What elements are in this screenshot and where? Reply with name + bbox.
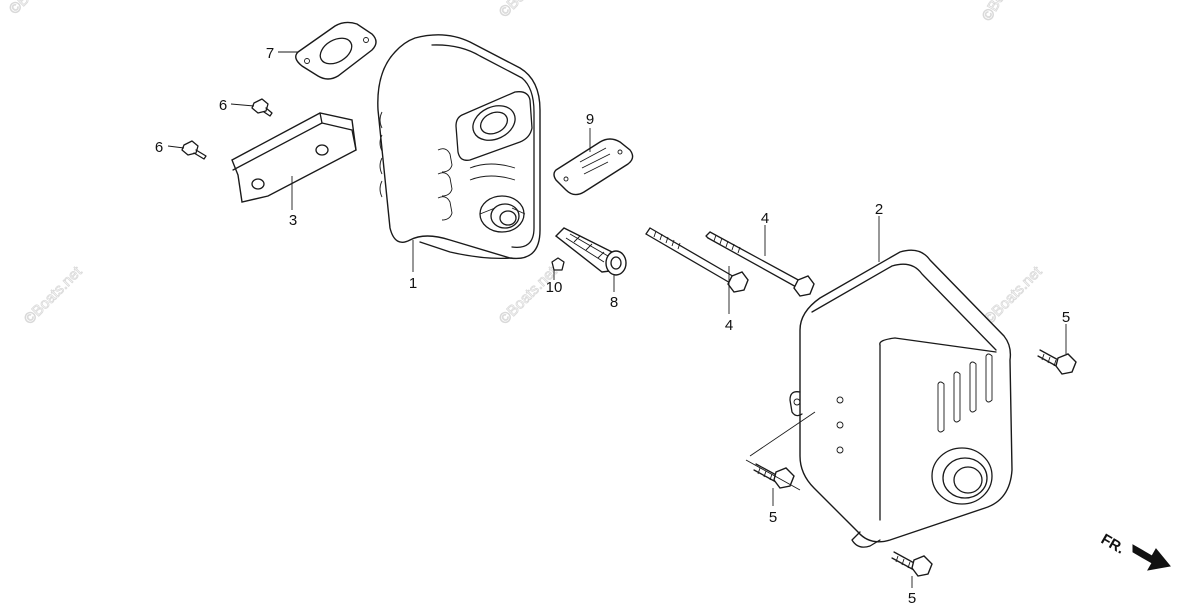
front-direction-indicator: FR. <box>1098 531 1171 571</box>
part-label-3: 3 <box>289 212 297 229</box>
part-label-1: 1 <box>409 275 417 292</box>
stay-screw-upper <box>251 98 273 117</box>
part-label-5-left: 5 <box>769 509 777 526</box>
protector-bolt-left <box>753 463 795 489</box>
arrester-screw <box>551 257 565 271</box>
part-label-6-upper: 6 <box>219 97 227 114</box>
arrester-cover-plate <box>553 138 634 196</box>
part-label-7: 7 <box>266 45 274 62</box>
part-label-4-upper: 4 <box>761 210 769 227</box>
watermark: ©Boats.net <box>6 0 71 18</box>
front-indicator-text: FR. <box>1098 531 1127 558</box>
part-label-2: 2 <box>875 201 883 218</box>
stud-bolt-upper <box>705 231 815 297</box>
stud-bolt-lower <box>645 227 749 293</box>
watermark: ©Boats.net <box>21 263 86 328</box>
muffler-stay <box>231 112 357 203</box>
stay-screw-lower <box>181 140 207 160</box>
spark-arrester <box>554 227 627 276</box>
part-labels: 1 2 3 4 4 5 5 5 6 6 7 8 9 10 <box>155 45 1070 605</box>
part-label-10: 10 <box>546 279 563 296</box>
muffler-body <box>377 34 541 260</box>
muffler-protector <box>789 249 1013 548</box>
part-label-6-lower: 6 <box>155 139 163 156</box>
watermark: ©Boats.net <box>496 0 561 21</box>
watermark: ©Boats.net <box>979 0 1031 24</box>
part-label-9: 9 <box>586 111 594 128</box>
muffler-gasket <box>295 21 377 80</box>
watermark: ©Boats.net <box>981 263 1046 328</box>
protector-bolt-right <box>1037 349 1077 375</box>
part-label-5-right: 5 <box>1062 309 1070 326</box>
protector-bolt-bottom <box>891 551 933 577</box>
leader-lines <box>167 51 1067 588</box>
part-label-4-lower: 4 <box>725 317 733 334</box>
part-label-8: 8 <box>610 294 618 311</box>
part-label-5-bottom: 5 <box>908 590 916 605</box>
front-arrow-icon <box>1132 544 1171 571</box>
